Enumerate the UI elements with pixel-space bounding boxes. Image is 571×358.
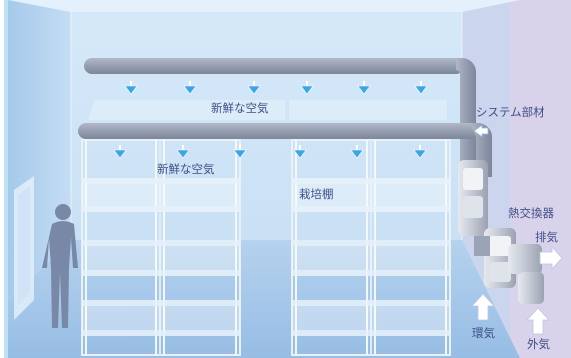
ceiling [8, 0, 520, 12]
shelf-boards [82, 178, 450, 336]
heat-exchanger [458, 160, 544, 304]
up-arrow-icon [526, 307, 550, 335]
return-air-label: 環気 [472, 326, 495, 340]
floor [8, 240, 520, 358]
cultivation-shelves [81, 139, 451, 356]
down-arrow-icon [293, 145, 307, 159]
fresh-air-arrows-upper [124, 81, 428, 95]
up-arrow-icon [471, 293, 495, 321]
upper-duct [84, 58, 476, 172]
cultivation-shelf-label: 栽培棚 [299, 187, 334, 201]
person-silhouette-icon [42, 204, 78, 328]
down-arrow-icon [414, 81, 428, 95]
down-arrow-icon [183, 81, 197, 95]
right-arrow-icon [539, 245, 563, 271]
down-arrow-icon [247, 81, 261, 95]
left-arrow-icon [473, 124, 489, 138]
fresh-air-label-upper: 新鮮な空気 [211, 101, 269, 115]
down-arrow-icon [413, 145, 427, 159]
down-arrow-icon [300, 81, 314, 95]
heat-exchanger-label: 熱交換器 [508, 206, 554, 220]
down-arrow-icon [176, 145, 190, 159]
down-arrow-icon [113, 145, 127, 159]
fresh-air-label-lower: 新鮮な空気 [157, 162, 215, 176]
down-arrow-icon [233, 145, 247, 159]
back-shelves [88, 100, 447, 120]
down-arrow-icon [350, 145, 364, 159]
fresh-air-arrows-lower [113, 145, 427, 159]
down-arrow-icon [124, 81, 138, 95]
exhaust-label: 排気 [535, 230, 558, 244]
down-arrow-icon [357, 81, 371, 95]
system-parts-label: システム部材 [476, 105, 545, 119]
left-edge-strip [4, 0, 8, 358]
outside-air-label: 外気 [527, 337, 550, 351]
